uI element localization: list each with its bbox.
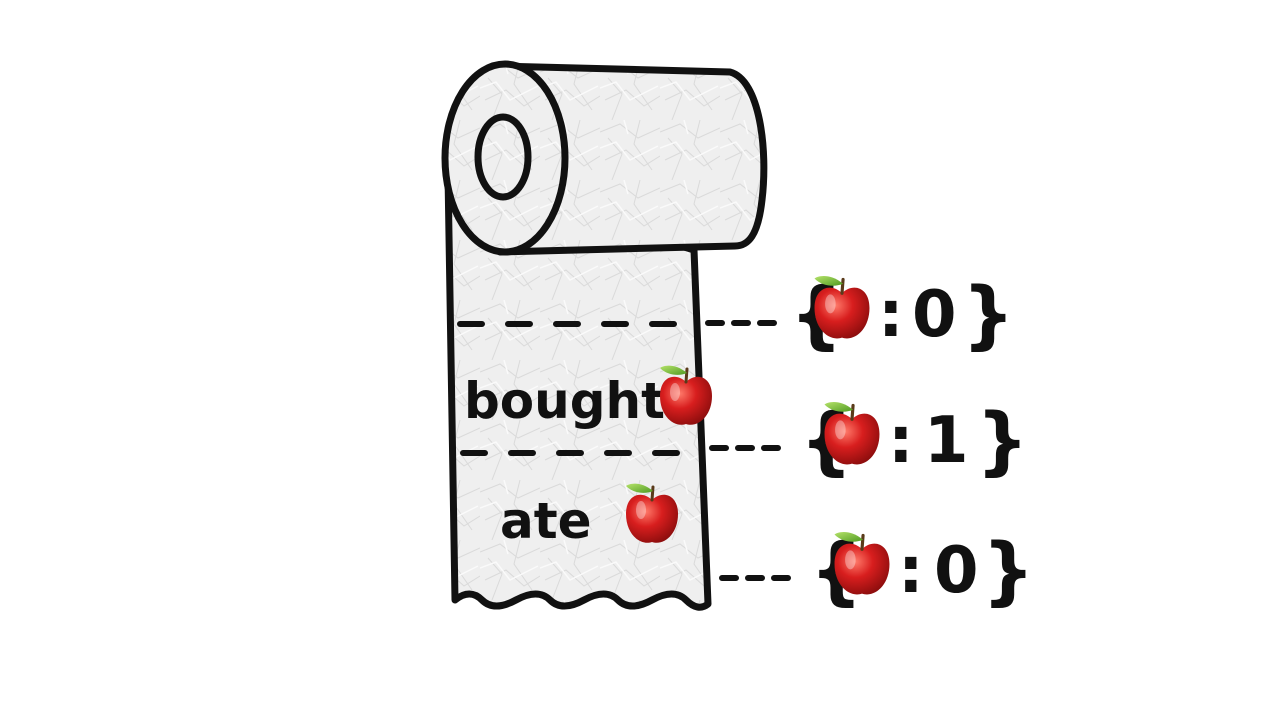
brace-close: } <box>962 272 1015 358</box>
roll-body <box>496 62 768 256</box>
brace-close: } <box>982 528 1035 614</box>
event-label-ate: ate <box>500 492 592 550</box>
state-3: { : 0 } <box>810 528 1035 614</box>
state-colon: : <box>898 534 924 608</box>
state-1: { : 0 } <box>790 272 1015 358</box>
roll-core <box>474 113 532 201</box>
state-2: { : 1 } <box>800 398 1029 484</box>
state-colon: : <box>888 404 914 478</box>
state-count: 0 <box>934 534 979 608</box>
state-colon: : <box>878 278 904 352</box>
event-label-bought: bought <box>464 372 665 430</box>
brace-close: } <box>976 398 1029 484</box>
paper-roll <box>441 60 768 611</box>
state-count: 1 <box>924 404 969 478</box>
state-count: 0 <box>912 278 957 352</box>
